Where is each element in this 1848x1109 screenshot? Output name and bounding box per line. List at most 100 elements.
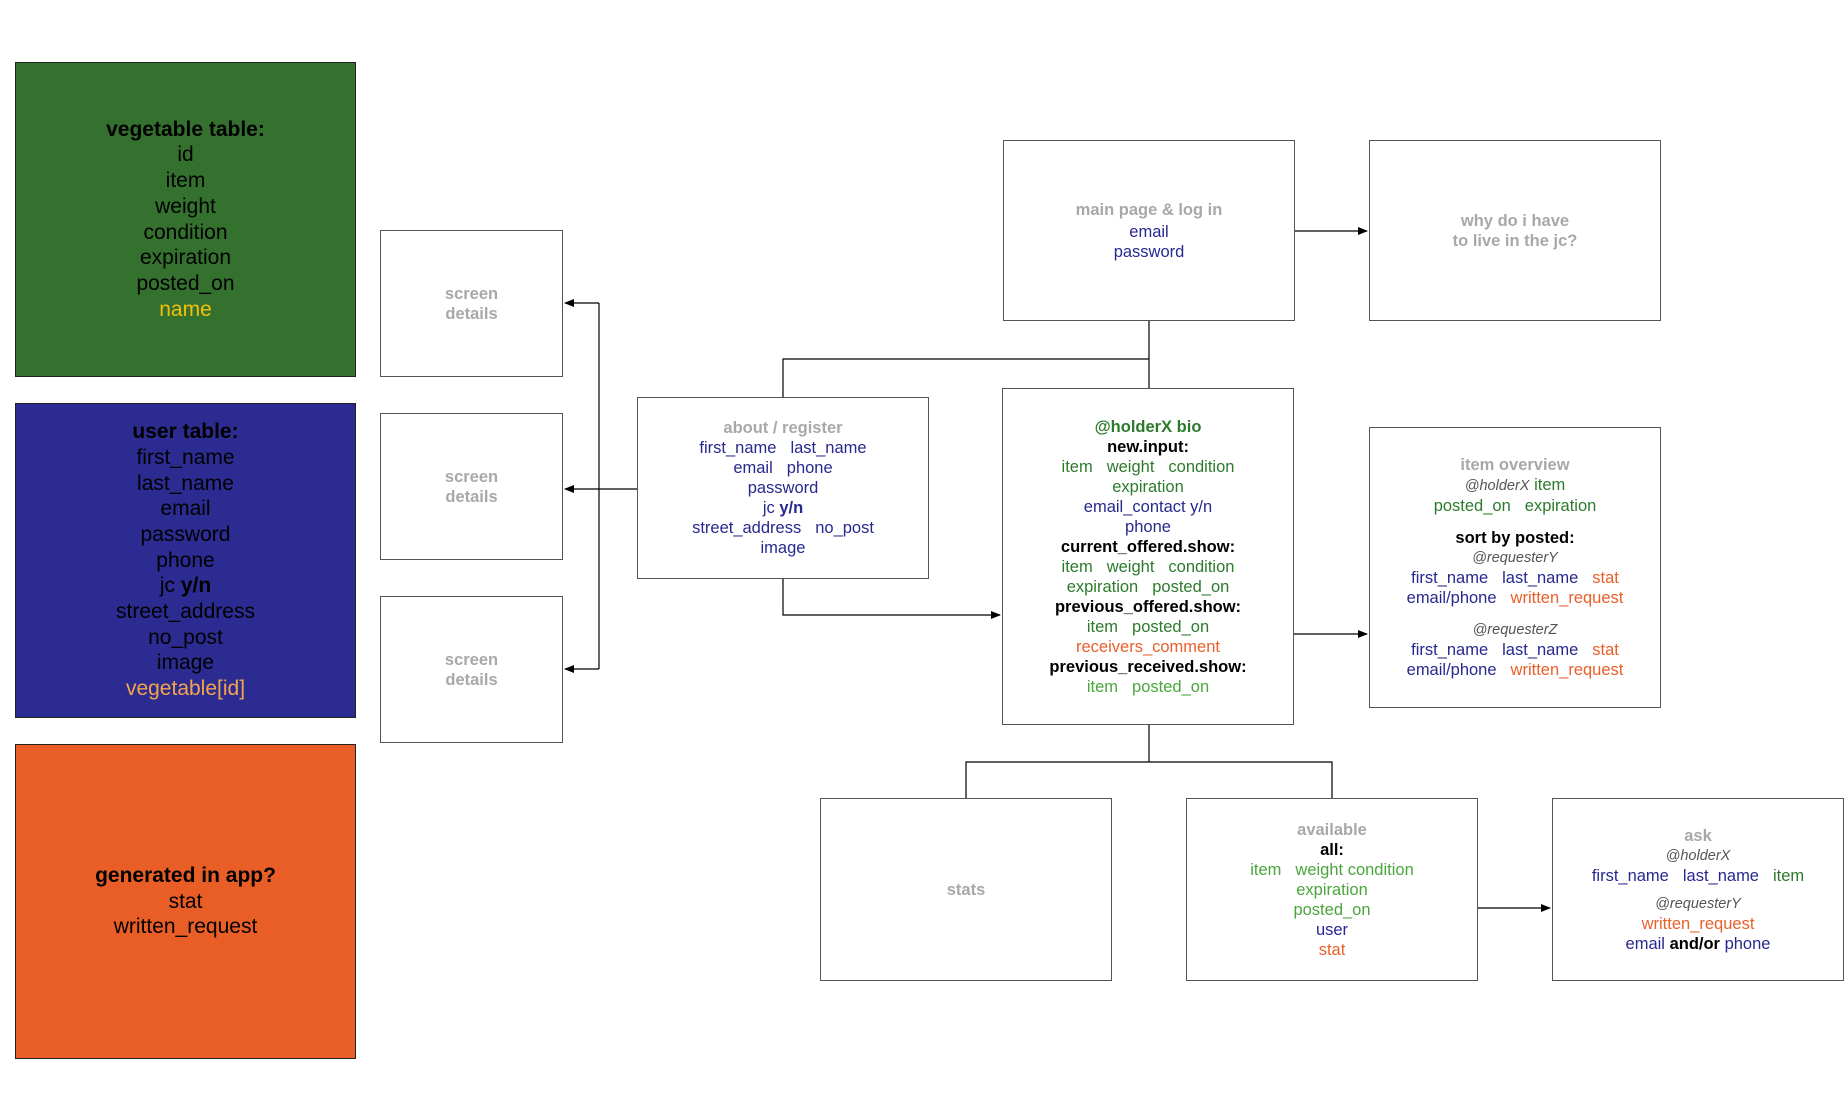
screen-details-box-1[interactable]: screen details	[380, 230, 563, 377]
screen-details-line: screen	[444, 650, 499, 669]
available-title: available	[1297, 820, 1367, 839]
legend-vegetable-table: vegetable table: id item weight conditio…	[15, 62, 356, 377]
legend-user-table: user table: first_name last_name email p…	[15, 403, 356, 718]
bio-weight: weight	[1106, 457, 1155, 476]
ask-andor: and/or	[1669, 934, 1720, 953]
about-email: email	[733, 459, 773, 477]
connector-bio-to-stats-available	[965, 761, 1333, 798]
legend-field: phone	[156, 548, 215, 572]
overview-holder-row: @holderX item	[1465, 475, 1565, 496]
ask-written-request: written_request	[1641, 914, 1755, 933]
ask-item: item	[1773, 866, 1805, 885]
screen-details-line: details	[445, 304, 498, 323]
legend-field: written_request	[113, 915, 258, 939]
available-stat: stat	[1318, 940, 1346, 959]
overview-first-name: first_name	[1411, 569, 1489, 587]
bio-r-item: item	[1086, 677, 1119, 696]
arrow-about-to-bio	[782, 579, 1001, 619]
about-street-address: street_address	[692, 519, 802, 537]
ask-email: email	[1625, 934, 1665, 953]
screen-details-line: screen	[444, 467, 499, 486]
main-password: password	[1113, 242, 1185, 261]
overview-first-name: first_name	[1411, 641, 1489, 659]
bio-r-posted-on: posted_on	[1132, 677, 1210, 696]
why-line: to live in the jc?	[1452, 231, 1578, 250]
legend-user-title: user table:	[132, 420, 239, 444]
bio-p-item: item	[1086, 617, 1119, 636]
bio-c-weight: weight	[1106, 557, 1155, 576]
about-jc: jc	[762, 499, 775, 517]
main-page-login-box[interactable]: main page & log in email password	[1003, 140, 1295, 321]
legend-field: item	[165, 169, 206, 193]
available-posted-on: posted_on	[1293, 900, 1371, 919]
about-password: password	[747, 479, 819, 497]
bio-input-row: item weight condition	[1062, 457, 1235, 477]
about-jc-row: jc y/n	[763, 498, 803, 518]
legend-field: stat	[168, 889, 203, 913]
bio-expiration: expiration	[1112, 477, 1184, 496]
bio-condition: condition	[1168, 457, 1235, 476]
screen-details-box-2[interactable]: screen details	[380, 413, 563, 560]
bio-title: @holderX bio	[1094, 417, 1202, 436]
bio-p-posted-on: posted_on	[1132, 617, 1210, 636]
legend-field: id	[177, 143, 194, 167]
ask-requester: @requesterY	[1655, 895, 1741, 912]
available-all: all:	[1320, 840, 1344, 859]
legend-field: first_name	[136, 445, 235, 469]
why-jc-box[interactable]: why do i have to live in the jc?	[1369, 140, 1661, 321]
legend-field: condition	[143, 220, 228, 244]
legend-generated-in-app: generated in app? stat written_request	[15, 744, 356, 1059]
overview-written-request: written_request	[1510, 589, 1624, 607]
legend-field: password	[140, 522, 231, 546]
legend-field: last_name	[137, 471, 234, 495]
overview-posted-on: posted_on	[1433, 497, 1511, 515]
about-title: about / register	[723, 419, 843, 437]
why-line: why do i have	[1460, 211, 1570, 230]
legend-field: posted_on	[136, 271, 235, 295]
overview-stat: stat	[1592, 641, 1619, 659]
screen-details-line: details	[445, 670, 498, 689]
bio-c-item: item	[1061, 557, 1093, 576]
available-expiration: expiration	[1296, 880, 1368, 899]
legend-field-vegetable-id: vegetable[id]	[125, 677, 246, 701]
legend-field: expiration	[139, 246, 232, 270]
bio-c-expiration: expiration	[1066, 577, 1139, 596]
bio-email-contact: email_contact y/n	[1083, 497, 1213, 516]
bio-previous-received: previous_received.show:	[1049, 657, 1247, 676]
screen-details-box-3[interactable]: screen details	[380, 596, 563, 743]
overview-written-request: written_request	[1510, 661, 1624, 679]
overview-requester-z: @requesterZ	[1472, 622, 1558, 638]
main-page-title: main page & log in	[1075, 200, 1223, 219]
legend-jc-yn: y/n	[180, 574, 212, 598]
screen-details-line: details	[445, 487, 498, 506]
about-phone: phone	[786, 459, 833, 477]
about-contact-row: email phone	[733, 458, 832, 478]
legend-field: no_post	[148, 625, 223, 649]
bio-receivers-comment: receivers_comment	[1076, 637, 1220, 656]
about-last-name: last_name	[790, 439, 867, 457]
bio-item: item	[1061, 457, 1093, 476]
overview-holder: @holderX	[1464, 478, 1530, 494]
available-user: user	[1315, 920, 1349, 939]
available-item: item	[1250, 860, 1282, 879]
bio-phone: phone	[1125, 517, 1171, 536]
overview-sort: sort by posted:	[1455, 529, 1575, 547]
bio-received-row: item posted_on	[1087, 677, 1209, 697]
overview-expiration: expiration	[1524, 497, 1597, 515]
legend-generated-title: generated in app?	[95, 863, 276, 887]
stats-box[interactable]: stats	[820, 798, 1112, 981]
about-image: image	[760, 539, 806, 557]
legend-field: email	[160, 497, 211, 521]
